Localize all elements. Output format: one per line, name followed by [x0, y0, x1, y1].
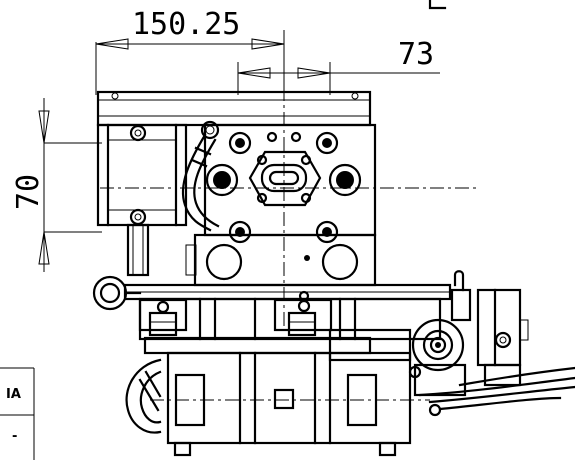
- guide-carriage-left: [138, 298, 188, 337]
- hose: [181, 120, 220, 232]
- title-block-cell-a: IA: [6, 387, 21, 402]
- guide-carriage-right: [273, 290, 333, 337]
- right-actuator: [328, 270, 529, 397]
- dimension-label-top-width: 150.25: [132, 7, 240, 42]
- cables: [408, 365, 575, 417]
- pneumatic-cylinder-left: [96, 123, 188, 277]
- dimension-label-height: 70: [11, 174, 46, 210]
- dimension-height: 70: [11, 98, 102, 272]
- center-lines: [100, 62, 480, 401]
- title-block-cell-b: -: [12, 429, 17, 444]
- dimension-offset: 73: [237, 37, 440, 95]
- lower-base: [143, 336, 412, 457]
- dimension-label-offset: 73: [398, 37, 434, 72]
- top-plate: [96, 90, 372, 127]
- frame-fragment: [428, 0, 447, 10]
- dimension-top-width: 150.25: [95, 7, 285, 95]
- handwheel: [125, 358, 162, 434]
- eye-bolt-left: [92, 275, 142, 311]
- central-body: [185, 123, 377, 287]
- title-block: IA -: [0, 367, 35, 460]
